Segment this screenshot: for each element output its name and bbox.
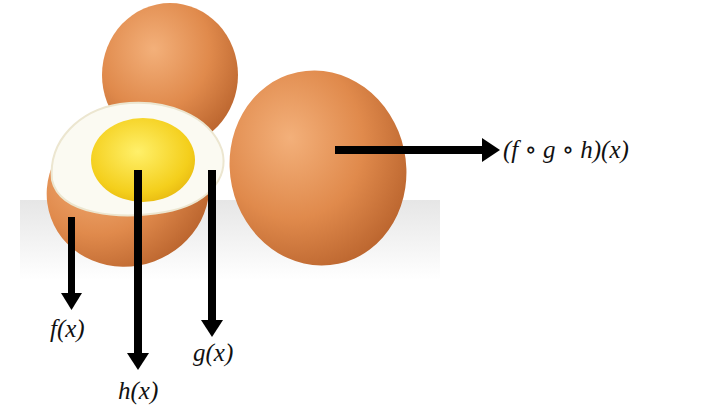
egg-yolk xyxy=(91,118,195,202)
function-label: h(x) xyxy=(118,378,158,403)
leader-line xyxy=(134,170,142,355)
leader-line xyxy=(208,170,216,322)
cut-egg-shell xyxy=(25,91,231,290)
arrow-head xyxy=(127,353,149,370)
leader-line xyxy=(68,217,75,295)
arrow-head xyxy=(201,320,223,337)
function-label: f(x) xyxy=(50,316,85,341)
leader-arrows xyxy=(61,138,500,370)
function-label: g(x) xyxy=(193,340,233,365)
function-label: (f ∘ g ∘ h)(x) xyxy=(503,137,629,162)
right-egg xyxy=(212,54,425,282)
leader-line xyxy=(335,146,485,154)
arrow-head xyxy=(61,293,82,310)
arrow-head xyxy=(482,138,500,162)
